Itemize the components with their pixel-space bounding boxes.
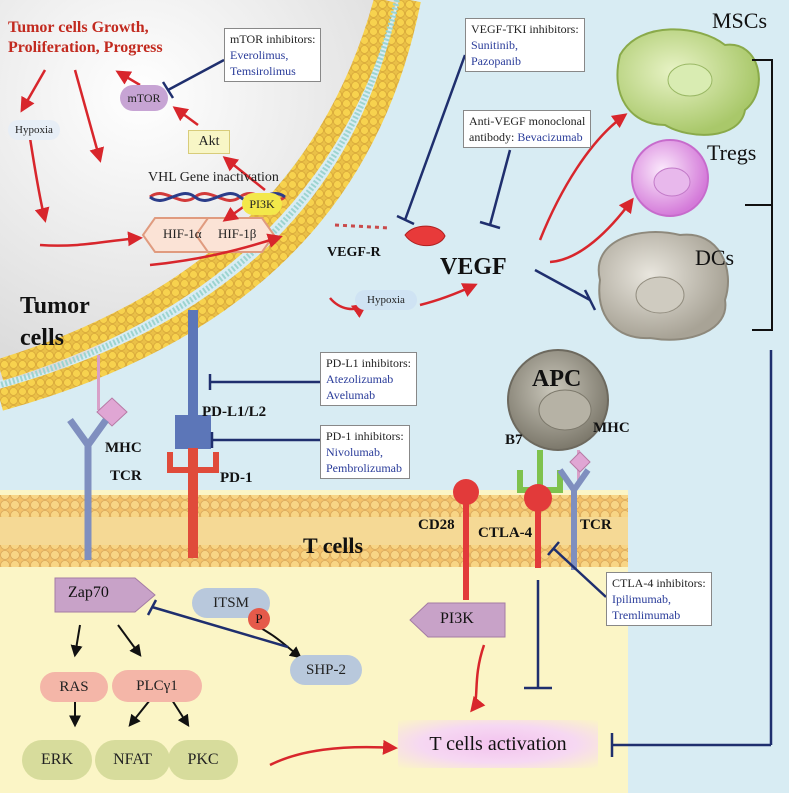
vegfr-label: VEGF-R (327, 245, 381, 260)
tumor-growth-line1: Tumor cells Growth, (8, 19, 149, 36)
erk-node: ERK (22, 740, 92, 780)
pd1-title: PD-1 inhibitors: (326, 429, 404, 443)
pd1-inhibitors-box: PD-1 inhibitors: Nivolumab, Pembrolizuma… (320, 425, 410, 479)
apc-label: APC (532, 366, 582, 392)
vegf-tki-inhibitors-box: VEGF-TKI inhibitors: Sunitinib, Pazopani… (465, 18, 585, 72)
anti-vegf-title: Anti-VEGF monoclonal (469, 114, 586, 128)
drug-atezolizumab: Atezolizumab (326, 372, 394, 386)
tregs-label: Tregs (707, 140, 757, 165)
tcr-right-label: TCR (580, 517, 612, 533)
drug-avelumab: Avelumab (326, 388, 376, 402)
cd28-label: CD28 (418, 517, 455, 533)
dcs-label: DCs (695, 245, 735, 270)
mtor-node: mTOR (120, 85, 168, 111)
tumor-growth-line2: Proliferation, Progress (8, 39, 163, 56)
tumor-cells-line2: cells (20, 325, 64, 351)
mhc-left-label: MHC (105, 440, 142, 456)
ctla4-inhibitors-box: CTLA-4 inhibitors: Ipilimumab, Tremlimum… (606, 572, 712, 626)
drug-ipilimumab: Ipilimumab, (612, 592, 671, 606)
vegf-tki-title: VEGF-TKI inhibitors: (471, 22, 579, 36)
mtor-inhibitors-box: mTOR inhibitors: Everolimus, Temsirolimu… (224, 28, 322, 82)
pdl1l2-label: PD-L1/L2 (202, 404, 267, 420)
drug-nivolumab: Nivolumab, (326, 445, 383, 459)
pdl1-title: PD-L1 inhibitors: (326, 356, 412, 370)
drug-sunitinib: Sunitinib, (471, 38, 519, 52)
drug-pembrolizumab: Pembrolizumab (326, 461, 402, 475)
anti-vegf-box: Anti-VEGF monoclonal antibody: Bevacizum… (463, 110, 592, 148)
pi3k-bottom-node: PI3K (440, 610, 474, 627)
pdl1-inhibitors-box: PD-L1 inhibitors: Atezolizumab Avelumab (320, 352, 418, 406)
mtor-inhibitors-title: mTOR inhibitors: (230, 32, 316, 46)
vhl-label: VHL Gene inactivation (148, 170, 279, 185)
drug-tremlimumab: Tremlimumab (612, 608, 681, 622)
drug-pazopanib: Pazopanib (471, 54, 521, 68)
hypoxia-mid-node: Hypoxia (355, 290, 417, 310)
pd1-label: PD-1 (220, 470, 253, 486)
shp2-node: SHP-2 (290, 655, 362, 685)
zap70-node: Zap70 (68, 584, 109, 601)
phospho-node: P (248, 608, 270, 630)
hypoxia-top-node: Hypoxia (8, 120, 60, 140)
nfat-node: NFAT (95, 740, 170, 780)
tumor-growth-label: Tumor cells Growth, Proliferation, Progr… (8, 18, 163, 58)
tumor-cells-label: Tumor cells (20, 290, 90, 354)
drug-everolimus: Everolimus, (230, 48, 289, 62)
mhc-right-label: MHC (593, 420, 630, 436)
drug-temsirolimus: Temsirolimus (230, 64, 296, 78)
ras-node: RAS (40, 672, 108, 702)
pkc-node: PKC (168, 740, 238, 780)
anti-vegf-title2: antibody: (469, 130, 515, 144)
akt-node: Akt (188, 130, 230, 154)
ctla4-title: CTLA-4 inhibitors: (612, 576, 706, 590)
tumor-cells-line1: Tumor (20, 293, 90, 319)
t-cells-label: T cells (303, 533, 364, 558)
plcg1-node: PLCγ1 (112, 670, 202, 702)
ctla4-label: CTLA-4 (478, 525, 533, 541)
drug-bevacizumab: Bevacizumab (517, 130, 583, 144)
hif1a-node: HIF-1α (163, 226, 202, 241)
hif1b-node: HIF-1β (218, 226, 257, 241)
b7-label: B7 (505, 432, 523, 448)
t-activation-node: T cells activation (398, 720, 598, 768)
vegf-label: VEGF (440, 254, 507, 280)
tcr-left-label: TCR (110, 468, 142, 484)
pi3k-top-node: PI3K (242, 193, 282, 215)
mscs-label: MSCs (712, 8, 768, 33)
